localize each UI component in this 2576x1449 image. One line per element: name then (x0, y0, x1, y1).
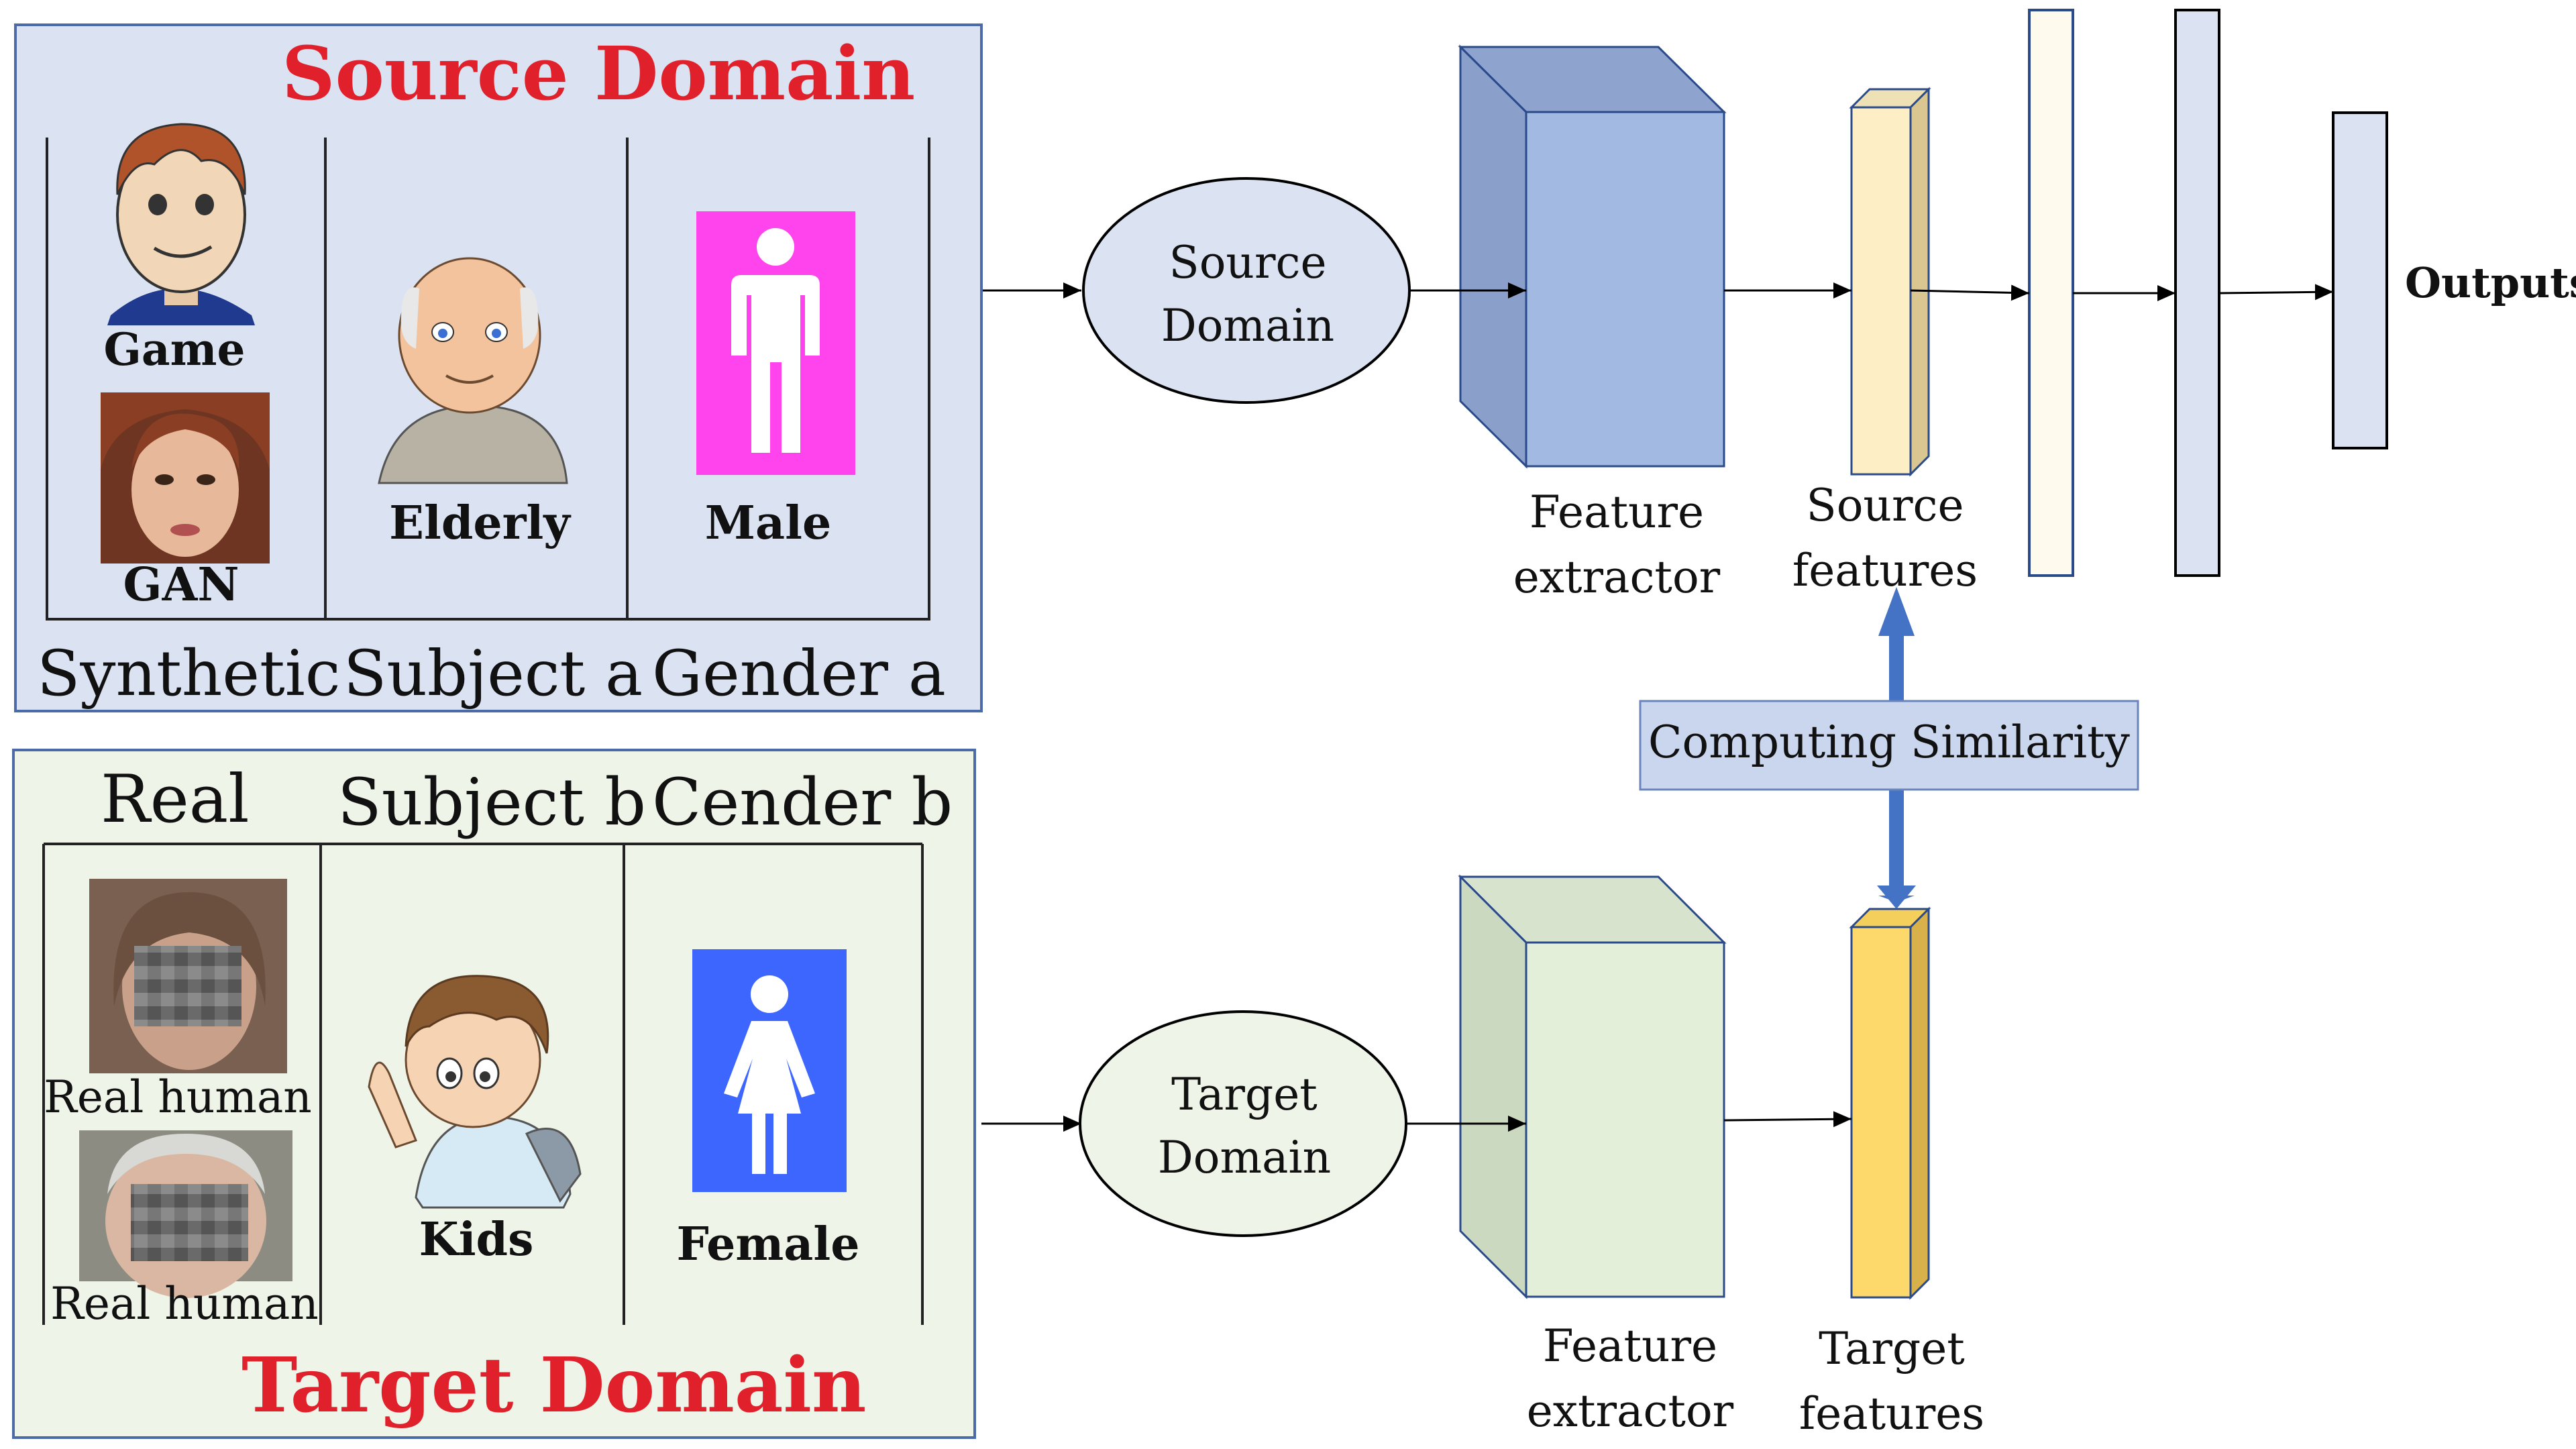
subject-a-category: Subject a (343, 637, 643, 710)
feature-extractor-bottom-label: Feature extractor (1526, 1320, 1734, 1437)
elderly-label: Elderly (389, 496, 570, 550)
target-domain-node-label: Target Domain (1157, 1069, 1332, 1183)
computing-similarity-label: Computing Similarity (1648, 716, 2130, 768)
real-category: Real (101, 761, 250, 838)
gan-label: GAN (123, 558, 239, 612)
real-human-photo-2 (79, 1130, 292, 1298)
game-label: Game (103, 323, 246, 376)
source-features-block (1849, 87, 1931, 477)
similarity-arrow-up (1878, 587, 1915, 703)
game-avatar-icon (107, 123, 255, 325)
source-domain-title: Source Domain (282, 30, 916, 117)
synthetic-category: Synthetic (37, 637, 341, 710)
target-features-label: Target features (1799, 1323, 1985, 1440)
source-domain-node-label: Source Domain (1161, 237, 1335, 352)
target-domain-title: Target Domain (241, 1342, 867, 1430)
feature-extractor-top-block (1458, 44, 1727, 469)
gender-a-category: Gender a (652, 637, 946, 710)
real-human-photo-1 (89, 879, 287, 1073)
subject-b-category: Subject b (337, 765, 646, 840)
feature-extractor-bottom-block (1458, 874, 1727, 1299)
target-features-block (1849, 906, 1931, 1300)
male-label: Male (704, 496, 832, 550)
feature-extractor-top-label: Feature extractor (1513, 486, 1721, 603)
similarity-arrow-down (1877, 790, 1916, 909)
elderly-avatar-icon (378, 257, 568, 484)
female-label: Female (676, 1218, 860, 1271)
fc-layer-3 (2332, 111, 2388, 449)
kids-label: Kids (419, 1213, 534, 1267)
gender-b-category: Cender b (652, 765, 953, 840)
source-features-label: Source features (1792, 480, 1978, 596)
male-sign-icon (696, 211, 855, 475)
kids-avatar-icon (368, 975, 582, 1209)
female-sign-icon (692, 949, 847, 1192)
computing-similarity-box (1639, 700, 2139, 791)
real-human-label-2: Real human (50, 1278, 319, 1330)
outputs-label: Outputs (2405, 258, 2576, 307)
gan-face-photo (101, 392, 270, 564)
fc-layer-2 (2174, 9, 2220, 577)
fc-layer-1 (2028, 9, 2074, 577)
real-human-label-1: Real human (44, 1071, 312, 1123)
